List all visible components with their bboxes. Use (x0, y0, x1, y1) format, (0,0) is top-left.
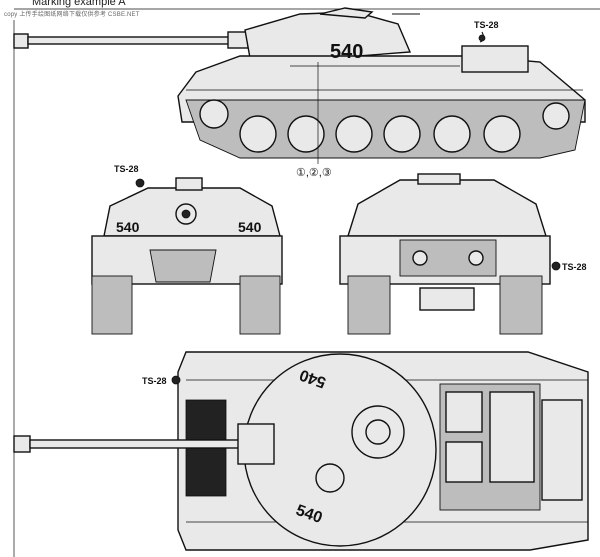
front-right-track (239, 275, 281, 335)
front-cupola (175, 177, 203, 191)
front-left-track (91, 275, 133, 335)
side-view: 540 TS-28 ①,②,③ (13, 7, 586, 179)
top-gun-mantlet (237, 423, 275, 465)
top-callout-dot (171, 375, 181, 385)
side-road-wheel (335, 115, 373, 153)
side-road-wheel (287, 115, 325, 153)
side-rear-stowage-box (461, 45, 529, 73)
top-grille-2 (445, 441, 483, 483)
top-color-callout: TS-28 (142, 376, 167, 386)
rear-view: TS-28 (339, 173, 587, 335)
front-hull-plate (149, 249, 217, 283)
top-view: 540 540 TS-28 (13, 351, 589, 551)
side-road-wheel (239, 115, 277, 153)
rear-right-track (499, 275, 543, 335)
front-gun-bore (181, 209, 191, 219)
top-gun-barrel (29, 439, 251, 449)
rear-callout-dot (551, 261, 561, 271)
sheet-title: Marking example A (32, 0, 126, 8)
side-callout-dot (478, 34, 486, 42)
rear-exhaust-left (412, 250, 428, 266)
side-road-wheel (433, 115, 471, 153)
rear-exhaust-right (468, 250, 484, 266)
rear-color-callout: TS-28 (562, 262, 587, 272)
top-radiator-cover (489, 391, 535, 483)
front-color-callout: TS-28 (114, 164, 139, 174)
side-turret (244, 11, 412, 63)
rear-cupola (417, 173, 461, 185)
top-cupola-hatch (365, 419, 391, 445)
top-rear-stowage (541, 399, 583, 501)
front-left-turret-number: 540 (116, 219, 140, 235)
side-gun-barrel (27, 36, 244, 45)
top-grille-1 (445, 391, 483, 433)
side-road-wheel (483, 115, 521, 153)
front-right-turret-number: 540 (238, 219, 262, 235)
watermark-text: copy 上传手绘图纸网络下载仅供参考 CSBE.NET (4, 12, 140, 18)
side-road-wheel (383, 115, 421, 153)
side-road-wheels (199, 99, 570, 153)
side-muzzle-brake (13, 33, 29, 49)
rear-turret (347, 179, 547, 237)
side-drive-sprocket (199, 99, 229, 129)
top-loader-hatch (315, 463, 345, 493)
side-gun-mantlet (227, 31, 249, 49)
top-muzzle-brake (13, 435, 31, 453)
side-cupola (319, 7, 374, 19)
front-view: TS-28 540 540 (91, 164, 283, 335)
rear-towing-plate (419, 287, 475, 311)
side-idler-wheel (542, 102, 570, 130)
rear-left-track (347, 275, 391, 335)
side-color-callout: TS-28 (474, 20, 499, 30)
side-turret-number: 540 (330, 41, 363, 63)
decal-steps-label: ①,②,③ (296, 167, 332, 179)
front-callout-dot (135, 178, 145, 188)
